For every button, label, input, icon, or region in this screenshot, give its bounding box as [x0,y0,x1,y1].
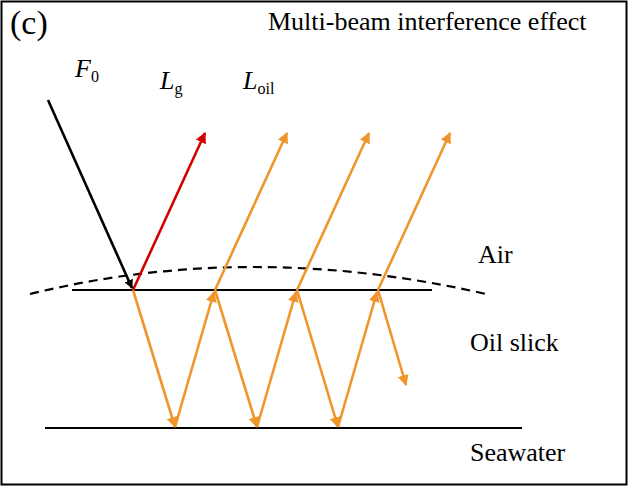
oil-label: Loil [243,68,274,97]
title: Multi-beam interference effect [268,9,587,35]
layer-label: Seawater [470,440,565,466]
incident-label: F0 [75,56,99,85]
panel-letter: (c) [10,6,48,40]
layer-label: Air [478,242,513,268]
incident-ray [48,100,132,288]
oil-reflected-rays [215,133,450,290]
glint-label: Lg [160,68,183,97]
glint-ray [133,133,205,290]
oil-sea-interface [45,427,522,429]
internal-rays [133,290,406,427]
wavy-surface [30,267,486,294]
layer-label: Oil slick [470,330,559,356]
